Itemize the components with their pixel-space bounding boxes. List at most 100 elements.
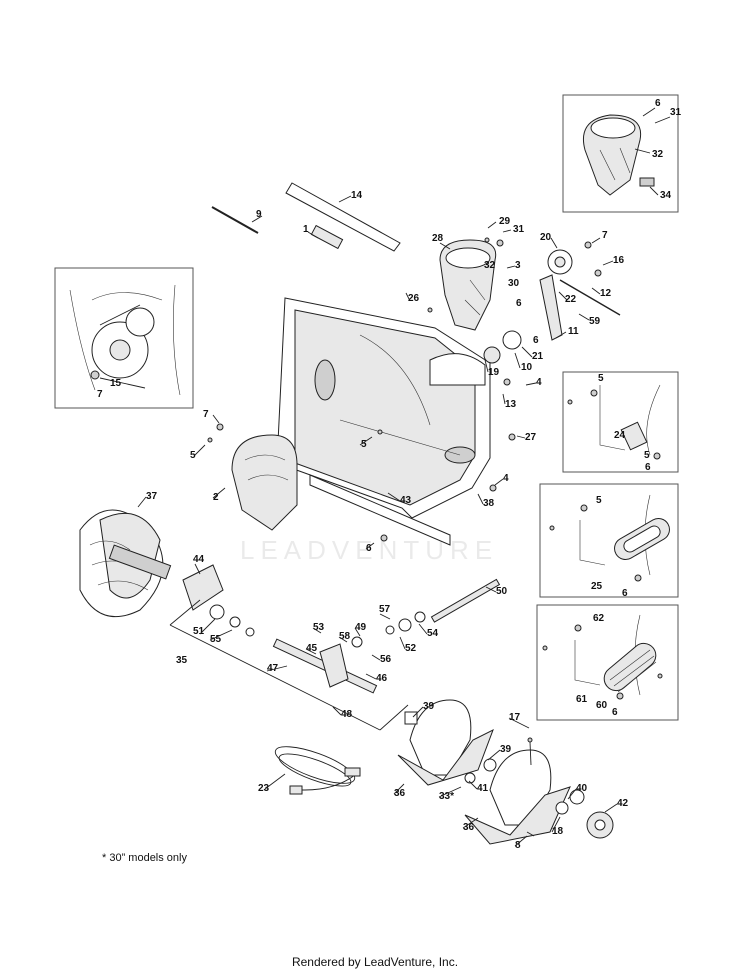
footnote: * 30” models only: [102, 852, 187, 864]
auger-housing: [276, 297, 491, 519]
impeller-assembly-right: [464, 749, 614, 845]
part-label: 6: [516, 298, 522, 309]
rod-9: [211, 206, 259, 234]
part-label: 55: [210, 634, 222, 645]
inset-chute-30in: 6 31 32 34: [562, 94, 682, 213]
auger-assembly-37: [79, 509, 172, 618]
power-cord-23: [274, 746, 361, 795]
part-label: 6: [612, 707, 618, 718]
part-label: 27: [525, 432, 537, 443]
part-label: 28: [432, 233, 444, 244]
part-label: 12: [600, 288, 612, 299]
part-label: 37: [146, 491, 158, 502]
auger-shaft-35: [169, 599, 409, 731]
part-label: 54: [427, 628, 439, 639]
part-label: 23: [258, 783, 270, 794]
leader-lines: [137, 195, 618, 847]
part-label: 6: [655, 98, 661, 109]
part-label: 8: [515, 840, 521, 851]
chute-assembly: [439, 239, 497, 331]
part-label: 41: [477, 783, 489, 794]
part-label: 53: [313, 622, 325, 633]
inset-skid-shoe-24: 5 24 6: [562, 371, 679, 473]
hardware: [207, 237, 602, 837]
part-label: 4: [536, 377, 542, 388]
pulley-bracket: [483, 249, 621, 364]
part-label: 9: [256, 209, 262, 220]
part-label: 44: [193, 554, 205, 565]
part-label: 17: [509, 712, 521, 723]
part-label: 32: [652, 149, 664, 160]
part-labels: 14 9 1 29 31 28 20 7 32 3 16 30 12 26 6 …: [146, 190, 650, 851]
part-label: 24: [614, 430, 626, 441]
part-label: 18: [552, 826, 564, 837]
part-label: 61: [576, 694, 588, 705]
part-label: 13: [505, 399, 517, 410]
part-label: 31: [670, 107, 682, 118]
part-label: 57: [379, 604, 391, 615]
shaft-50: [351, 578, 501, 648]
part-label: 36: [463, 822, 475, 833]
scraper-bar-43: [309, 474, 451, 546]
impeller-39-36: [397, 699, 494, 786]
part-label: 16: [613, 255, 625, 266]
part-label: 6: [622, 588, 628, 599]
inset-impeller-belt: 15 7: [54, 267, 194, 409]
part-label: 25: [591, 581, 603, 592]
part-label: 5: [596, 495, 602, 506]
part-label: 62: [593, 613, 605, 624]
part-label: 10: [521, 362, 533, 373]
drive-shaft-14: [285, 182, 401, 252]
inset-skid-shoe-61: 62 61 60 6: [536, 604, 679, 721]
part-label: 6: [533, 335, 539, 346]
watermark: LEADVENTURE: [240, 535, 499, 565]
part-label: 49: [355, 622, 367, 633]
part-label: 7: [602, 230, 608, 241]
part-label: 5: [190, 450, 196, 461]
gearbox-44: [182, 564, 224, 611]
part-label: 60: [596, 700, 608, 711]
part-label: 2: [213, 492, 219, 503]
part-label: 3: [515, 260, 521, 271]
part-label: 14: [351, 190, 363, 201]
part-label: 56: [380, 654, 392, 665]
part-label: 39: [500, 744, 512, 755]
part-label: 50: [496, 586, 508, 597]
part-label: 4: [503, 473, 509, 484]
part-label: 31: [513, 224, 525, 235]
inset-skid-shoe-25: 5 25 6: [539, 483, 679, 599]
part-label: 42: [617, 798, 629, 809]
part-label: 7: [203, 409, 209, 420]
part-label: 6: [366, 543, 372, 554]
footer-credit: Rendered by LeadVenture, Inc.: [291, 955, 459, 969]
part-label: 52: [405, 643, 417, 654]
part-label: 47: [267, 663, 279, 674]
impeller-housing-2: [231, 434, 298, 531]
part-label: 32: [484, 260, 496, 271]
part-label: 59: [589, 316, 601, 327]
part-label: 33*: [439, 791, 454, 802]
part-label: 38: [483, 498, 495, 509]
part-label: 5: [361, 439, 367, 450]
part-label: 5: [644, 450, 650, 461]
part-label: 19: [488, 367, 500, 378]
part-label: 21: [532, 351, 544, 362]
part-label: 46: [376, 673, 388, 684]
part-label: 5: [598, 373, 604, 384]
part-label: 1: [303, 224, 309, 235]
part-label: 43: [400, 495, 412, 506]
part-label: 26: [408, 293, 420, 304]
part-label: 22: [565, 294, 577, 305]
part-label: 6: [645, 462, 651, 473]
part-label: 36: [394, 788, 406, 799]
part-label: 48: [341, 709, 353, 720]
part-label: 30: [508, 278, 520, 289]
part-label: 45: [306, 643, 318, 654]
part-label: 51: [193, 626, 205, 637]
part-label: 29: [499, 216, 511, 227]
part-label: 7: [97, 389, 103, 400]
part-label: 40: [576, 783, 588, 794]
part-label: 11: [568, 326, 579, 337]
part-label: 58: [339, 631, 351, 642]
